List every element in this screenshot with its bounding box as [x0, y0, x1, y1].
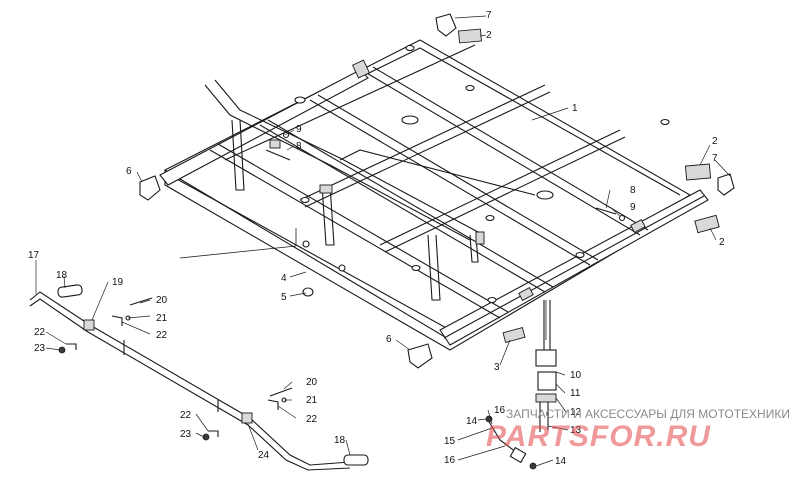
callout-6a: 6: [126, 166, 132, 177]
callout-10: 10: [570, 370, 582, 381]
callout-20a: 20: [156, 295, 168, 306]
callout-21a: 21: [156, 313, 168, 324]
callout-22b: 22: [34, 327, 46, 338]
watermark-logo: PARTSFOR.RU: [486, 420, 711, 453]
callout-11: 11: [570, 388, 581, 399]
callout-2b: 2: [712, 136, 718, 147]
callout-9b: 9: [630, 202, 636, 213]
callout-24: 24: [258, 450, 270, 461]
callout-9a: 9: [296, 124, 302, 135]
bumper-right: [717, 173, 735, 196]
callout-18b: 18: [334, 435, 346, 446]
callout-16a: 16: [494, 405, 506, 416]
callout-1: 1: [572, 103, 578, 114]
bolts: [125, 131, 626, 403]
callout-labels: 1 2 2 2 3 4 5 6 6 7 7 8 8 9 9 10 11 12 1…: [28, 10, 731, 467]
decal: [458, 28, 720, 343]
latch-assembly: [485, 300, 557, 470]
callout-16b: 16: [444, 455, 456, 466]
callout-14b: 14: [555, 456, 567, 467]
callout-14a: 14: [466, 416, 478, 427]
callout-22a: 22: [156, 330, 168, 341]
callout-8a: 8: [296, 141, 302, 152]
callout-19: 19: [112, 277, 124, 288]
callout-22c: 22: [306, 414, 318, 425]
rack-frame: [159, 39, 709, 351]
callout-5: 5: [281, 292, 287, 303]
callout-13: 13: [570, 425, 582, 436]
callout-6b: 6: [386, 334, 392, 345]
watermark-caption: ЗАПЧАСТИ И АКСЕССУАРЫ ДЛЯ МОТОТЕХНИКИ: [506, 407, 790, 421]
callout-3: 3: [494, 362, 500, 373]
callout-23b: 23: [180, 429, 192, 440]
callout-2c: 2: [719, 237, 725, 248]
callout-7b: 7: [712, 153, 718, 164]
callout-23a: 23: [34, 343, 46, 354]
end-cap-rear: [139, 175, 161, 201]
end-cap-front: [407, 343, 433, 369]
bumper-top: [435, 13, 457, 37]
watermark: ЗАПЧАСТИ И АКСЕССУАРЫ ДЛЯ МОТОТЕХНИКИ PA…: [486, 407, 790, 453]
callout-18a: 18: [56, 270, 68, 281]
callout-12: 12: [570, 407, 582, 418]
callout-22d: 22: [180, 410, 192, 421]
sway-bar: [29, 284, 369, 471]
callout-8b: 8: [630, 185, 636, 196]
callout-7a: 7: [486, 10, 492, 21]
callout-2a: 2: [486, 30, 492, 41]
callout-15: 15: [444, 436, 456, 447]
callout-20b: 20: [306, 377, 318, 388]
callout-21b: 21: [306, 395, 318, 406]
callout-4: 4: [281, 273, 287, 284]
callout-17: 17: [28, 250, 40, 261]
